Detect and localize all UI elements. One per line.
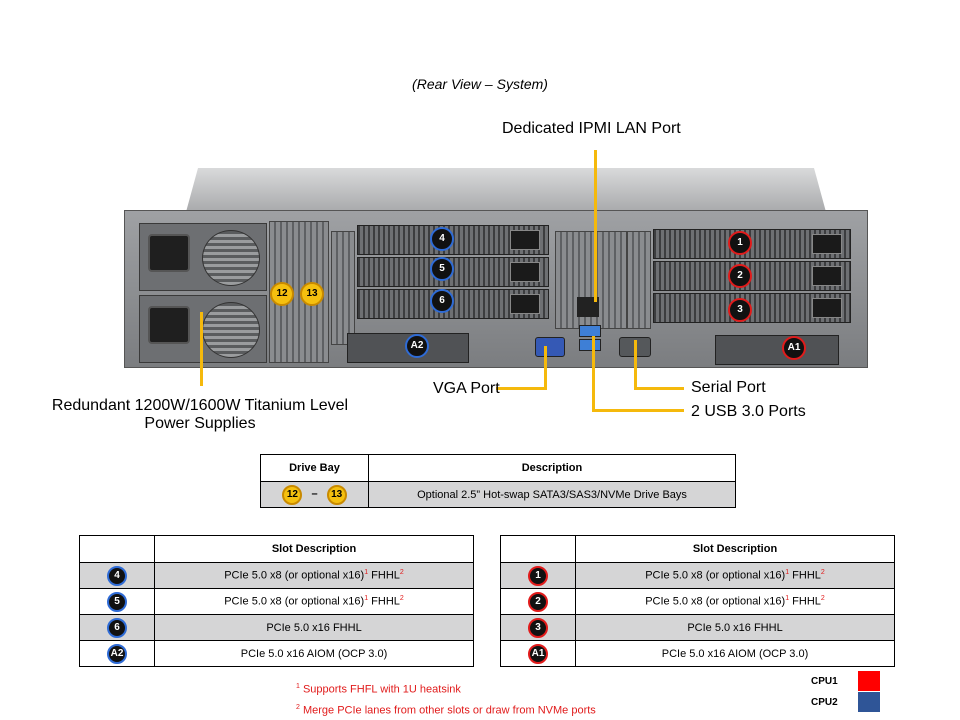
description-header: Description xyxy=(368,454,736,482)
drive-marker-13: 13 xyxy=(300,282,324,306)
power-supply-label: Redundant 1200W/1600W Titanium Level Pow… xyxy=(50,397,350,433)
drive-marker-12: 12 xyxy=(282,484,303,505)
slot-marker-5: 5 xyxy=(430,257,454,281)
slot-marker-1: 1 xyxy=(728,231,752,255)
power-inlet xyxy=(148,306,190,344)
pcie-slot-3 xyxy=(653,293,851,323)
slot-id-header xyxy=(79,535,155,563)
psu-fan-grille xyxy=(202,230,260,286)
ipmi-callout-line xyxy=(594,150,597,302)
slot-marker-1: 1 xyxy=(528,565,548,586)
slot-description: PCIe 5.0 x8 (or optional x16)1 FHHL2 xyxy=(154,588,474,615)
cpu1-legend-swatch xyxy=(858,671,880,691)
center-vent-grille xyxy=(555,231,627,329)
table-row: 6 PCIe 5.0 x16 FHHL xyxy=(79,614,474,641)
vga-connector xyxy=(535,337,565,357)
psu-fan-grille xyxy=(202,302,260,358)
view-title: (Rear View – System) xyxy=(412,76,548,92)
slot-marker-6: 6 xyxy=(430,289,454,313)
drive-bay-table: Drive Bay Description 12 – 13 Optional 2… xyxy=(260,454,736,508)
slot-marker-5: 5 xyxy=(107,591,127,612)
power-supply-1 xyxy=(139,223,267,291)
slot-description: PCIe 5.0 x16 AIOM (OCP 3.0) xyxy=(154,640,474,667)
vga-port-label: VGA Port xyxy=(433,380,500,397)
ipmi-lan-port xyxy=(577,297,599,317)
table-row: 2 PCIe 5.0 x8 (or optional x16)1 FHHL2 xyxy=(500,588,895,615)
table-row: 5 PCIe 5.0 x8 (or optional x16)1 FHHL2 xyxy=(79,588,474,615)
slot-marker-2: 2 xyxy=(528,591,548,612)
slot-marker-a1: A1 xyxy=(528,643,548,664)
footnote-2: 2 Merge PCIe lanes from other slots or d… xyxy=(296,703,596,717)
footnote-1: 1 Supports FHFL with 1U heatsink xyxy=(296,683,461,696)
table-row: 1 PCIe 5.0 x8 (or optional x16)1 FHHL2 xyxy=(500,562,895,589)
vent-grille xyxy=(331,231,355,345)
table-row: 3 PCIe 5.0 x16 FHHL xyxy=(500,614,895,641)
slot-table-cpu1: Slot Description 1 PCIe 5.0 x8 (or optio… xyxy=(500,535,895,667)
server-chassis-rear xyxy=(124,210,868,368)
drive-bay-range: 12 – 13 xyxy=(260,481,369,508)
drive-bay-description: Optional 2.5” Hot-swap SATA3/SAS3/NVMe D… xyxy=(368,481,736,508)
slot-description-header: Slot Description xyxy=(154,535,474,563)
table-row: 4 PCIe 5.0 x8 (or optional x16)1 FHHL2 xyxy=(79,562,474,589)
slot-marker-4: 4 xyxy=(430,227,454,251)
serial-port-label: Serial Port xyxy=(691,379,766,396)
cpu1-legend-label: CPU1 xyxy=(811,676,838,687)
usb-callout-line xyxy=(592,336,595,412)
footnotes: 1 Supports FHFL with 1U heatsink 2 Merge… xyxy=(296,678,596,719)
power-supply-label-line2: Power Supplies xyxy=(144,415,256,432)
psu-callout-line xyxy=(200,312,203,386)
slot-marker-a2: A2 xyxy=(107,643,127,664)
drive-marker-13: 13 xyxy=(326,484,347,505)
aiom-slot-a1 xyxy=(715,335,839,365)
slot-marker-3: 3 xyxy=(528,617,548,638)
cpu2-legend-swatch xyxy=(858,692,880,712)
slot-marker-3: 3 xyxy=(728,298,752,322)
slot-marker-a2: A2 xyxy=(405,334,429,358)
slot-description-header: Slot Description xyxy=(575,535,895,563)
slot-description: PCIe 5.0 x16 FHHL xyxy=(154,614,474,641)
power-supply-label-line1: Redundant 1200W/1600W Titanium Level xyxy=(51,397,349,414)
usb-port-2 xyxy=(579,339,601,351)
slot-description: PCIe 5.0 x8 (or optional x16)1 FHHL2 xyxy=(575,562,895,589)
vent-grille xyxy=(627,231,651,329)
slot-id-header xyxy=(500,535,576,563)
ipmi-port-label: Dedicated IPMI LAN Port xyxy=(502,120,681,137)
usb-callout-line xyxy=(592,409,684,412)
table-row: A2 PCIe 5.0 x16 AIOM (OCP 3.0) xyxy=(79,640,474,667)
pcie-slot-1 xyxy=(653,229,851,259)
slot-marker-4: 4 xyxy=(107,565,127,586)
serial-callout-line xyxy=(634,387,684,390)
serial-callout-line xyxy=(634,340,637,390)
drive-bay-header: Drive Bay xyxy=(260,454,369,482)
slot-description: PCIe 5.0 x16 FHHL xyxy=(575,614,895,641)
slot-description: PCIe 5.0 x16 AIOM (OCP 3.0) xyxy=(575,640,895,667)
range-dash: – xyxy=(311,488,318,501)
power-supply-2 xyxy=(139,295,267,363)
slot-description: PCIe 5.0 x8 (or optional x16)1 FHHL2 xyxy=(575,588,895,615)
slot-marker-6: 6 xyxy=(107,617,127,638)
table-row: A1 PCIe 5.0 x16 AIOM (OCP 3.0) xyxy=(500,640,895,667)
cpu2-legend-label: CPU2 xyxy=(811,697,838,708)
chassis-top-cover xyxy=(186,168,826,212)
drive-marker-12: 12 xyxy=(270,282,294,306)
pcie-slot-2 xyxy=(653,261,851,291)
usb-ports-label: 2 USB 3.0 Ports xyxy=(691,403,806,420)
usb-port-1 xyxy=(579,325,601,337)
slot-marker-2: 2 xyxy=(728,264,752,288)
slot-description: PCIe 5.0 x8 (or optional x16)1 FHHL2 xyxy=(154,562,474,589)
slot-table-cpu2: Slot Description 4 PCIe 5.0 x8 (or optio… xyxy=(79,535,474,667)
vga-callout-line xyxy=(544,346,547,390)
power-inlet xyxy=(148,234,190,272)
slot-marker-a1: A1 xyxy=(782,336,806,360)
vga-callout-line xyxy=(496,387,547,390)
